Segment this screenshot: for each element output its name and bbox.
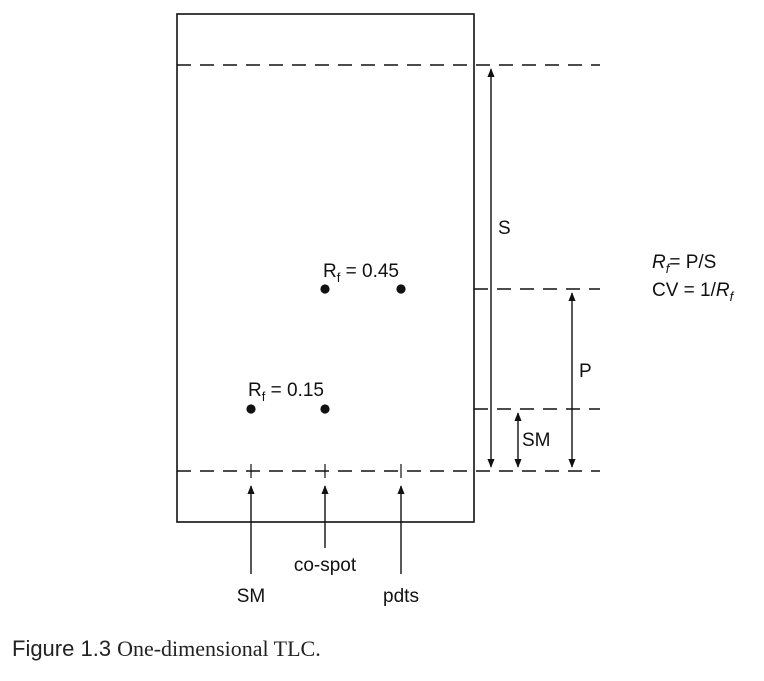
formula-rf: Rf= P/S (652, 252, 716, 276)
spot-pdts-upper (396, 284, 406, 294)
lane-label-sm: SM (237, 586, 266, 607)
lane-label-cospot: co-spot (294, 555, 357, 576)
figure-title: One-dimensional TLC. (117, 636, 321, 661)
rf-lower-label: Rf = 0.15 (248, 380, 324, 404)
sm-distance-label: SM (522, 430, 551, 451)
p-label: P (579, 361, 592, 382)
spot-cospot-lower (320, 404, 330, 414)
lane-label-pdts: pdts (383, 586, 419, 607)
spot-cospot-upper (320, 284, 330, 294)
spot-sm-lower (246, 404, 256, 414)
rf-upper-label: Rf = 0.45 (323, 261, 399, 285)
s-label: S (498, 218, 511, 239)
figure-number: Figure 1.3 (12, 636, 112, 661)
formula-cv: CV = 1/Rf (652, 280, 735, 304)
